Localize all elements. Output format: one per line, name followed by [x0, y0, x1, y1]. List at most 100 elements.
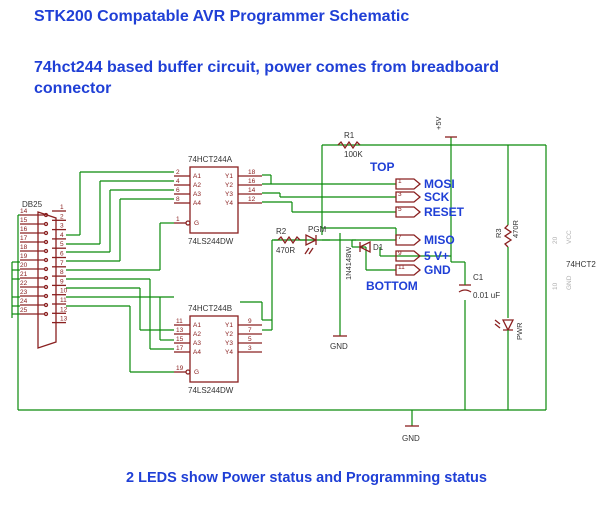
svg-text:+5V: +5V — [434, 116, 443, 130]
db25-pin-3: 3 — [52, 223, 66, 231]
svg-text:7: 7 — [398, 234, 402, 241]
db25-pin-23: 23 — [20, 289, 49, 299]
db25-pin-18: 18 — [20, 244, 49, 254]
svg-text:A4: A4 — [193, 200, 201, 207]
svg-text:9: 9 — [398, 250, 402, 257]
svg-text:1: 1 — [176, 216, 180, 223]
svg-text:2: 2 — [176, 169, 180, 176]
db25-pin-25: 25 — [20, 307, 49, 317]
db25-pin-2: 2 — [52, 213, 66, 221]
svg-text:5: 5 — [398, 206, 402, 213]
page-subtitle: 74hct244 based buffer circuit, power com… — [34, 59, 500, 97]
resistor-r2: R2 470R — [276, 227, 301, 255]
db25-pin-11: 11 — [52, 297, 67, 305]
page-title: STK200 Compatable AVR Programmer Schemat… — [34, 8, 410, 25]
svg-text:2: 2 — [60, 213, 64, 220]
svg-text:6: 6 — [60, 251, 64, 258]
header-pin-gnd: 11 GND — [395, 263, 451, 277]
svg-text:11: 11 — [60, 297, 67, 304]
wires — [11, 137, 547, 426]
svg-text:18: 18 — [248, 169, 256, 176]
svg-text:Y4: Y4 — [225, 349, 233, 356]
db25-pin-1: 1 — [52, 204, 66, 212]
svg-text:470R: 470R — [276, 246, 295, 255]
svg-text:14: 14 — [248, 187, 256, 194]
svg-text:11: 11 — [398, 264, 405, 271]
svg-text:19: 19 — [176, 365, 184, 372]
svg-text:Y3: Y3 — [225, 191, 233, 198]
svg-text:8: 8 — [60, 269, 64, 276]
ic-enable-pin: 19G — [174, 365, 199, 376]
svg-text:C1: C1 — [473, 273, 484, 282]
gnd-symbol-2: GND — [402, 425, 420, 443]
db25-pin-6: 6 — [52, 251, 66, 259]
ic-pin-4: 4A2 — [174, 178, 201, 189]
svg-text:11: 11 — [176, 318, 183, 325]
svg-text:GND: GND — [330, 342, 348, 351]
svg-text:19: 19 — [20, 253, 28, 260]
footer-caption: 2 LEDS show Power status and Programming… — [126, 470, 487, 486]
ic-pin-9: 9Y1 — [225, 318, 262, 329]
svg-text:20: 20 — [552, 236, 559, 244]
svg-text:R1: R1 — [344, 131, 355, 140]
svg-text:100K: 100K — [344, 150, 363, 159]
svg-text:7: 7 — [60, 260, 64, 267]
header-pin-reset: 5 RESET — [395, 205, 465, 219]
db25-pin-16: 16 — [20, 226, 49, 236]
svg-text:4: 4 — [176, 178, 180, 185]
svg-text:GND: GND — [402, 434, 420, 443]
svg-text:10: 10 — [60, 288, 68, 295]
svg-text:18: 18 — [20, 244, 28, 251]
svg-text:A4: A4 — [193, 349, 201, 356]
svg-text:A3: A3 — [193, 340, 201, 347]
svg-text:A1: A1 — [193, 173, 201, 180]
db25-pin-15: 15 — [20, 217, 49, 227]
db25-pin-24: 24 — [20, 298, 49, 308]
ic-74hct244b: 74HCT244B 74LS244DW 11A113A215A317A49Y17… — [174, 304, 262, 395]
svg-text:Y1: Y1 — [225, 322, 233, 329]
svg-text:1N4148W: 1N4148W — [344, 246, 353, 280]
db25-pin-13: 13 — [52, 316, 68, 324]
svg-text:7: 7 — [248, 327, 252, 334]
ic-a-name: 74HCT244A — [188, 155, 233, 164]
svg-text:Y2: Y2 — [225, 331, 233, 338]
svg-text:GND: GND — [566, 275, 573, 290]
ic-pin-6: 6A3 — [174, 187, 201, 198]
svg-text:0.01 uF: 0.01 uF — [473, 291, 500, 300]
svg-text:470R: 470R — [511, 219, 520, 238]
svg-text:GND: GND — [424, 263, 451, 277]
svg-text:Y4: Y4 — [225, 200, 233, 207]
svg-text:23: 23 — [20, 289, 28, 296]
svg-text:15: 15 — [176, 336, 184, 343]
svg-text:A2: A2 — [193, 331, 201, 338]
svg-text:G: G — [194, 369, 199, 376]
svg-text:RESET: RESET — [424, 205, 465, 219]
svg-text:21: 21 — [20, 271, 28, 278]
gnd-symbol-1: GND — [330, 335, 348, 351]
db25-pin-7: 7 — [52, 260, 66, 268]
ic-pin-7: 7Y2 — [225, 327, 262, 338]
svg-text:MOSI: MOSI — [424, 177, 455, 191]
svg-text:PGM: PGM — [308, 225, 327, 234]
svg-text:G: G — [194, 220, 199, 227]
ic-pin-3: 3Y4 — [225, 345, 262, 356]
db25-pin-12: 12 — [52, 306, 68, 314]
resistor-r1: R1 100K — [337, 131, 363, 159]
svg-text:22: 22 — [20, 280, 28, 287]
svg-text:24: 24 — [20, 298, 28, 305]
header-bottom-label: BOTTOM — [366, 279, 418, 293]
svg-text:17: 17 — [20, 235, 28, 242]
ic-pin-5: 5Y3 — [225, 336, 262, 347]
svg-text:R2: R2 — [276, 227, 287, 236]
db25-pin-5: 5 — [52, 241, 66, 249]
